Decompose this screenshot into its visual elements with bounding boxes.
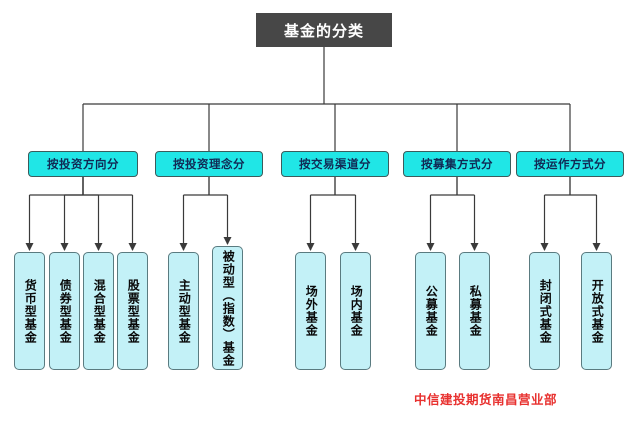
leaf-label: 债券型基金 xyxy=(58,278,73,344)
leaf-box[interactable]: 主动型基金 xyxy=(168,252,199,370)
category-box-2[interactable]: 按投资理念分 xyxy=(155,151,263,177)
leaf-box[interactable]: 公募基金 xyxy=(415,252,446,370)
leaf-box[interactable]: 开放式基金 xyxy=(581,252,612,370)
leaf-label: 主动型基金 xyxy=(177,278,192,344)
category-label: 按投资方向分 xyxy=(47,157,119,171)
category-box-4[interactable]: 按募集方式分 xyxy=(403,151,511,177)
leaf-label: 封闭式基金 xyxy=(538,278,553,344)
root-title-box: 基金的分类 xyxy=(256,13,392,47)
leaf-box[interactable]: 封闭式基金 xyxy=(529,252,560,370)
leaf-label: 私募基金 xyxy=(468,285,483,337)
category-label: 按投资理念分 xyxy=(173,157,245,171)
leaf-label: 场内基金 xyxy=(349,285,364,337)
leaf-label: 公募基金 xyxy=(424,285,439,337)
category-label: 按募集方式分 xyxy=(421,157,493,171)
leaf-box[interactable]: 被动型（指数）基金 xyxy=(212,246,243,370)
leaf-box[interactable]: 私募基金 xyxy=(459,252,490,370)
leaf-label: 股票型基金 xyxy=(126,278,141,344)
category-box-5[interactable]: 按运作方式分 xyxy=(516,151,624,177)
leaf-label: 混合型基金 xyxy=(92,278,107,344)
leaf-label: 货币型基金 xyxy=(23,278,38,344)
category-box-3[interactable]: 按交易渠道分 xyxy=(281,151,389,177)
leaf-box[interactable]: 场内基金 xyxy=(340,252,371,370)
leaf-box[interactable]: 货币型基金 xyxy=(14,252,45,370)
category-box-1[interactable]: 按投资方向分 xyxy=(28,151,138,177)
leaf-label: 被动型（指数）基金 xyxy=(221,249,236,367)
leaf-box[interactable]: 股票型基金 xyxy=(117,252,148,370)
category-label: 按交易渠道分 xyxy=(299,157,371,171)
watermark-text: 中信建投期货南昌营业部 xyxy=(414,392,558,407)
leaf-box[interactable]: 场外基金 xyxy=(295,252,326,370)
leaf-label: 开放式基金 xyxy=(590,278,605,344)
leaf-box[interactable]: 混合型基金 xyxy=(83,252,114,370)
leaf-label: 场外基金 xyxy=(304,285,319,337)
leaf-box[interactable]: 债券型基金 xyxy=(49,252,80,370)
category-label: 按运作方式分 xyxy=(534,157,606,171)
